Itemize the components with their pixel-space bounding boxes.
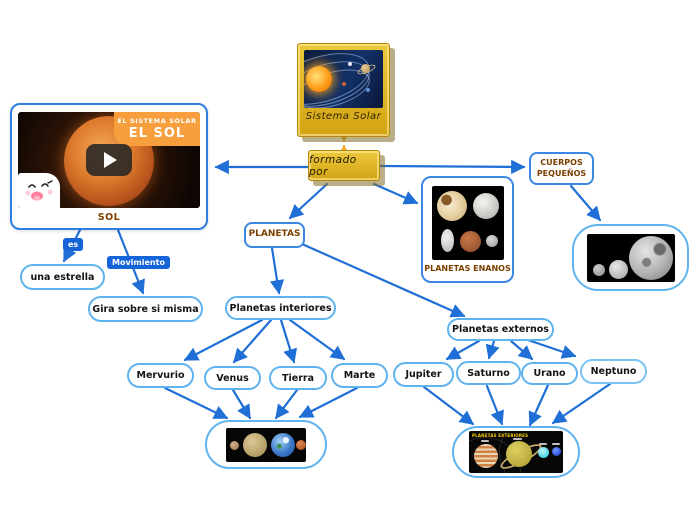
node-venus[interactable]: Venus (204, 366, 261, 390)
node-tierra[interactable]: Tierra (269, 366, 327, 390)
venus-image (243, 432, 267, 457)
jupiter-image (474, 444, 498, 468)
video-banner: EL SISTEMA SOLAR EL SOL (114, 112, 200, 146)
node-neptuno[interactable]: Neptuno (580, 359, 647, 384)
large-moon-image (628, 235, 673, 280)
mars-image (296, 439, 306, 450)
sol-caption: SOL (97, 212, 121, 223)
banner-title: EL SISTEMA SOLAR (117, 117, 197, 125)
planet-dot (348, 62, 352, 66)
planet-dot (366, 88, 370, 92)
neptune-image (552, 447, 561, 456)
node-moon-image[interactable] (572, 224, 689, 291)
node-saturno[interactable]: Saturno (456, 361, 521, 385)
earth-image (271, 432, 295, 457)
video-thumbnail: EL SISTEMA SOLAR EL SOL (18, 112, 200, 208)
formado-por-node[interactable]: formado por (308, 150, 380, 181)
enanos-caption: PLANETAS ENANOS (424, 264, 511, 273)
node-planetas-enanos[interactable]: PLANETAS ENANOS (421, 176, 514, 283)
outer-planets-image: PLANETAS EXTERIORES (469, 431, 563, 473)
planet-mini-label (539, 443, 547, 445)
play-icon (104, 152, 117, 168)
edge-label-es[interactable]: es (63, 238, 84, 251)
orbit-arc (499, 431, 563, 473)
uranus-image (538, 447, 549, 458)
node-planetas-externos[interactable]: Planetas externos (447, 318, 554, 341)
node-planetas[interactable]: PLANETAS (244, 222, 305, 248)
play-button[interactable] (86, 144, 132, 176)
planet-mini-label (552, 443, 560, 445)
edge-label-movimiento[interactable]: Movimiento (107, 256, 170, 269)
makemake-image (459, 231, 481, 252)
eris-image (472, 193, 499, 219)
planet-mini-label (481, 440, 489, 442)
moon-image (586, 233, 675, 282)
node-una-estrella[interactable]: una estrella (20, 264, 105, 290)
saturn-icon (361, 64, 370, 73)
node-inner-planets-image[interactable] (205, 420, 327, 469)
small-moon-image (592, 263, 605, 276)
inner-planets-image (226, 427, 306, 462)
haumea-image (440, 229, 454, 252)
node-mervurio[interactable]: Mervurio (127, 363, 194, 388)
banner-subtitle: EL SOL (128, 126, 186, 141)
sun-icon (306, 66, 332, 92)
node-outer-planets-image[interactable]: PLANETAS EXTERIORES (452, 426, 580, 478)
ceres-image (485, 235, 498, 247)
outer-image-title: PLANETAS EXTERIORES (472, 433, 529, 438)
solar-system-image (304, 50, 383, 108)
mascot-badge (18, 173, 60, 208)
node-gira-sobre-si-misma[interactable]: Gira sobre si misma (88, 296, 203, 322)
saturn-image (506, 441, 532, 467)
sistema-solar-node[interactable]: Sistema Solar (297, 43, 390, 137)
edges (62, 159, 612, 427)
pluto-image (436, 191, 467, 221)
node-marte[interactable]: Marte (331, 363, 388, 388)
medium-moon-image (608, 259, 628, 279)
planet-dot (342, 82, 346, 86)
node-urano[interactable]: Urano (521, 362, 578, 385)
node-cuerpos-pequenos[interactable]: CUERPOS PEQUEÑOS (529, 152, 594, 185)
dwarf-planets-image (431, 186, 504, 260)
sol-video-node[interactable]: EL SISTEMA SOLAR EL SOL SOL (10, 103, 208, 230)
node-jupiter[interactable]: Jupiter (393, 362, 454, 387)
mercury-image (230, 440, 239, 450)
node-planetas-interiores[interactable]: Planetas interiores (225, 296, 336, 320)
planet-mini-label (513, 438, 522, 440)
mascot-face-icon (25, 179, 53, 200)
root-caption: Sistema Solar (305, 111, 382, 122)
